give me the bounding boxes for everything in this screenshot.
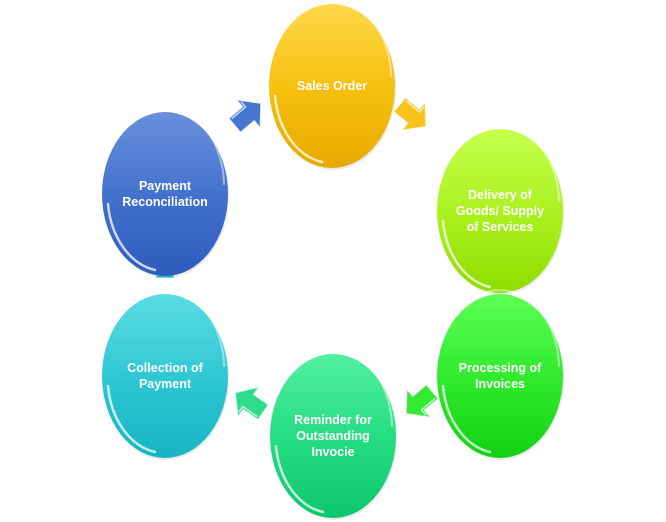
node-label-line: Goods/ Supply [456, 204, 544, 218]
node-label-line: Reconciliation [122, 195, 207, 209]
arrow-shape [234, 386, 270, 421]
node-highlight [273, 94, 324, 164]
node-circle [437, 294, 563, 458]
node-label-line: Delivery of [468, 188, 533, 202]
node-circle [270, 354, 396, 518]
node-label: Collection of Payment [127, 361, 204, 391]
node-highlight [302, 349, 393, 427]
node-circle [437, 129, 563, 293]
arrow-shape [393, 96, 427, 131]
node-label-line: Invocie [311, 445, 354, 459]
node-highlight [469, 124, 560, 202]
node-label: Sales Order [297, 79, 367, 93]
node-label-line: Collection of [127, 361, 204, 375]
node-label-line: Sales Order [297, 79, 367, 93]
node-label: Delivery of Goods/ Supply of Services [456, 188, 544, 234]
arrow-highlight [238, 405, 258, 418]
node-collection: Collection of Payment [102, 289, 229, 460]
node-label-line: Payment [139, 377, 192, 391]
arrow-shape [405, 383, 439, 418]
node-highlight [134, 107, 225, 185]
arrow-reminder-to-collection [234, 386, 270, 421]
arrow-highlight [420, 397, 436, 416]
arrow-highlight [231, 101, 247, 120]
node-label: Processing of Invoices [459, 361, 542, 391]
node-highlight [301, 0, 392, 77]
node-label-line: Payment [139, 179, 192, 193]
node-label-line: Processing of [459, 361, 542, 375]
arrow-shape [228, 99, 262, 134]
node-highlight [441, 384, 492, 454]
node-highlight [106, 202, 157, 272]
node-circle [102, 294, 228, 458]
node-highlight [441, 219, 492, 289]
node-highlight [106, 384, 157, 454]
node-label-line: Reminder for [294, 413, 372, 427]
node-delivery: Delivery of Goods/ Supply of Services [437, 124, 564, 295]
node-circle [102, 112, 228, 276]
node-highlight [469, 289, 560, 367]
arrow-processing-to-reminder [405, 383, 439, 418]
node-circle [269, 4, 395, 168]
node-highlight [274, 444, 325, 514]
arrow-highlight [405, 100, 425, 114]
node-label-line: Outstanding [296, 429, 370, 443]
node-label-line: of Services [467, 220, 534, 234]
node-sales-order: Sales Order [269, 0, 396, 170]
node-label-line: Invoices [475, 377, 525, 391]
arrow-sales-order-to-delivery [393, 96, 427, 131]
arrow-payment-reconciliation-to-sales-order [228, 99, 262, 134]
node-processing: Processing of Invoices [437, 289, 564, 460]
node-highlight [134, 289, 225, 367]
